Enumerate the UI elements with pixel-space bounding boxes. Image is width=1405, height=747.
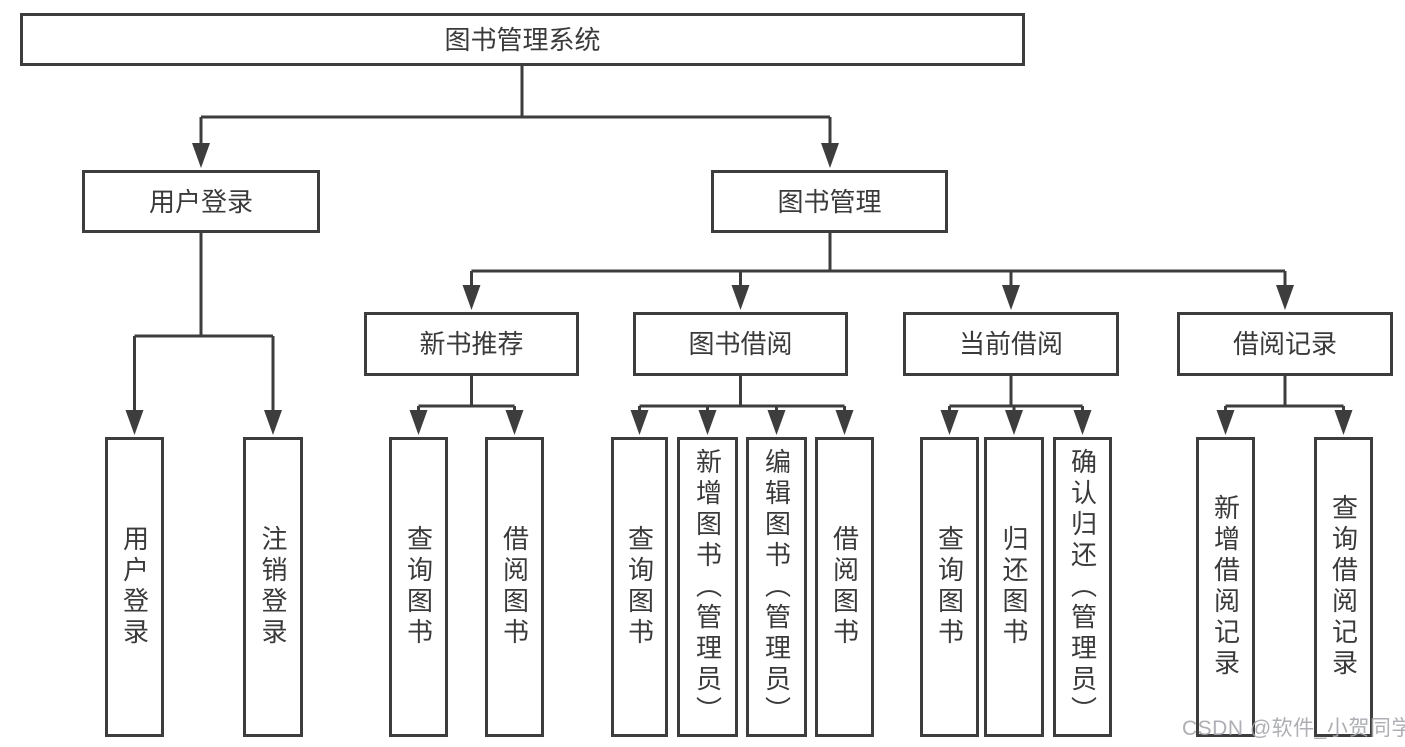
csdn-watermark: CSDN @软件_小贺同学 <box>1182 717 1405 740</box>
arrow-down-icon <box>821 143 839 168</box>
node-label: 图书借阅 <box>688 329 793 359</box>
arrow-down-icon <box>1073 410 1092 435</box>
node-label: 确认归还（管理员） <box>1067 447 1098 727</box>
leaf-borrow-book: 借阅图书 <box>815 437 874 737</box>
arrow-down-icon <box>835 410 854 435</box>
arrow-down-icon <box>630 410 649 435</box>
node-label: 用户登录 <box>148 186 253 217</box>
node-label: 注销登录 <box>258 525 288 649</box>
node-label: 查询借阅记录 <box>1328 494 1359 680</box>
node-label: 图书管理系统 <box>444 24 601 55</box>
connector-book-borrow <box>630 376 854 435</box>
leaf-logout: 注销登录 <box>243 437 303 737</box>
arrow-down-icon <box>1005 410 1023 435</box>
leaf-add-borrow-record: 新增借阅记录 <box>1196 437 1255 737</box>
arrow-down-icon <box>1334 410 1353 435</box>
leaf-query-book-recommend: 查询图书 <box>389 437 448 737</box>
leaf-edit-book-admin: 编辑图书（管理员） <box>746 437 807 737</box>
node-label: 当前借阅 <box>958 329 1063 359</box>
arrow-down-icon <box>1216 410 1235 435</box>
leaf-query-book-borrow: 查询图书 <box>611 437 668 737</box>
node-user-login: 用户登录 <box>82 170 320 233</box>
arrow-down-icon <box>731 285 750 310</box>
connector-user-login <box>125 233 282 435</box>
node-new-book-recommend: 新书推荐 <box>364 312 579 376</box>
node-label: 新书推荐 <box>419 329 524 359</box>
node-label: 新增图书（管理员） <box>692 447 723 727</box>
node-label: 查询图书 <box>403 525 434 649</box>
connector-book-management <box>462 233 1294 310</box>
connector-new-book-recommend <box>409 376 524 435</box>
node-label: 借阅图书 <box>829 525 860 649</box>
leaf-add-book-admin: 新增图书（管理员） <box>677 437 738 737</box>
arrow-down-icon <box>125 410 144 435</box>
arrow-down-icon <box>462 285 481 310</box>
connector-root <box>192 66 839 168</box>
node-label: 借阅图书 <box>499 525 530 649</box>
node-label: 编辑图书（管理员） <box>761 447 792 727</box>
arrow-down-icon <box>1276 285 1294 310</box>
node-label: 查询图书 <box>624 525 655 649</box>
leaf-confirm-return-admin: 确认归还（管理员） <box>1053 437 1112 737</box>
leaf-query-borrow-record: 查询借阅记录 <box>1314 437 1373 737</box>
node-label: 归还图书 <box>999 525 1029 649</box>
leaf-return-book: 归还图书 <box>984 437 1044 737</box>
arrow-down-icon <box>505 410 524 435</box>
node-label: 图书管理 <box>777 186 882 217</box>
arrow-down-icon <box>767 410 786 435</box>
leaf-query-book-current: 查询图书 <box>920 437 979 737</box>
node-book-management: 图书管理 <box>711 170 948 233</box>
node-borrow-records: 借阅记录 <box>1177 312 1393 376</box>
arrow-down-icon <box>192 143 210 168</box>
node-label: 用户登录 <box>119 525 150 649</box>
leaf-user-login: 用户登录 <box>105 437 164 737</box>
connector-current-borrow <box>940 376 1092 435</box>
leaf-borrow-book-recommend: 借阅图书 <box>485 437 544 737</box>
arrow-down-icon <box>940 410 959 435</box>
arrow-down-icon <box>409 410 428 435</box>
arrow-down-icon <box>264 410 282 435</box>
node-label: 借阅记录 <box>1232 329 1337 359</box>
arrow-down-icon <box>1002 285 1020 310</box>
connector-borrow-records <box>1216 376 1353 435</box>
node-label: 查询图书 <box>934 525 965 649</box>
arrow-down-icon <box>698 410 717 435</box>
node-library-system: 图书管理系统 <box>20 13 1025 66</box>
node-book-borrow: 图书借阅 <box>633 312 848 376</box>
node-label: 新增借阅记录 <box>1210 494 1241 680</box>
node-current-borrow: 当前借阅 <box>903 312 1119 376</box>
